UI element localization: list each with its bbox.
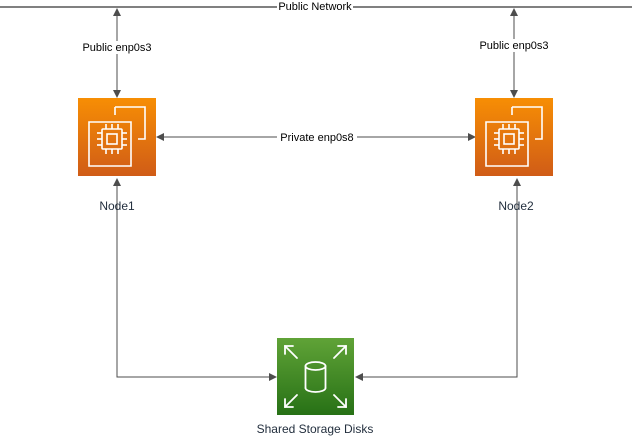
arrow-up-icon [113,8,121,16]
arrow-down-icon [510,90,518,98]
arrow-right-icon [468,133,476,141]
public-network-line: Public Network [0,0,632,13]
private-network-label: Private enp0s8 [280,132,353,144]
private-network-link: Private enp0s8 [156,130,476,144]
arrow-up-icon [513,178,521,186]
node1-public-link: Public enp0s3 [80,8,154,98]
node2[interactable]: Node2 [475,98,553,213]
arrow-left-icon [355,373,363,381]
node2-public-link: Public enp0s3 [477,8,551,98]
arrow-left-icon [156,133,164,141]
arrow-up-icon [113,178,121,186]
arrow-right-icon [269,373,277,381]
node2-iface-label: Public enp0s3 [479,40,548,52]
arrow-up-icon [510,8,518,16]
node1[interactable]: Node1 [78,98,156,213]
node2-label: Node2 [498,199,534,213]
node2-storage-link [355,178,521,381]
ec2-instance-icon [78,98,156,176]
storage-label: Shared Storage Disks [257,422,374,436]
arrow-down-icon [113,90,121,98]
ec2-instance-icon [475,98,553,176]
elastic-block-store-icon [277,338,354,415]
shared-storage[interactable]: Shared Storage Disks [257,338,374,436]
node1-iface-label: Public enp0s3 [82,42,151,54]
node1-label: Node1 [99,199,135,213]
node1-storage-link [113,178,277,381]
public-network-label: Public Network [278,1,352,13]
